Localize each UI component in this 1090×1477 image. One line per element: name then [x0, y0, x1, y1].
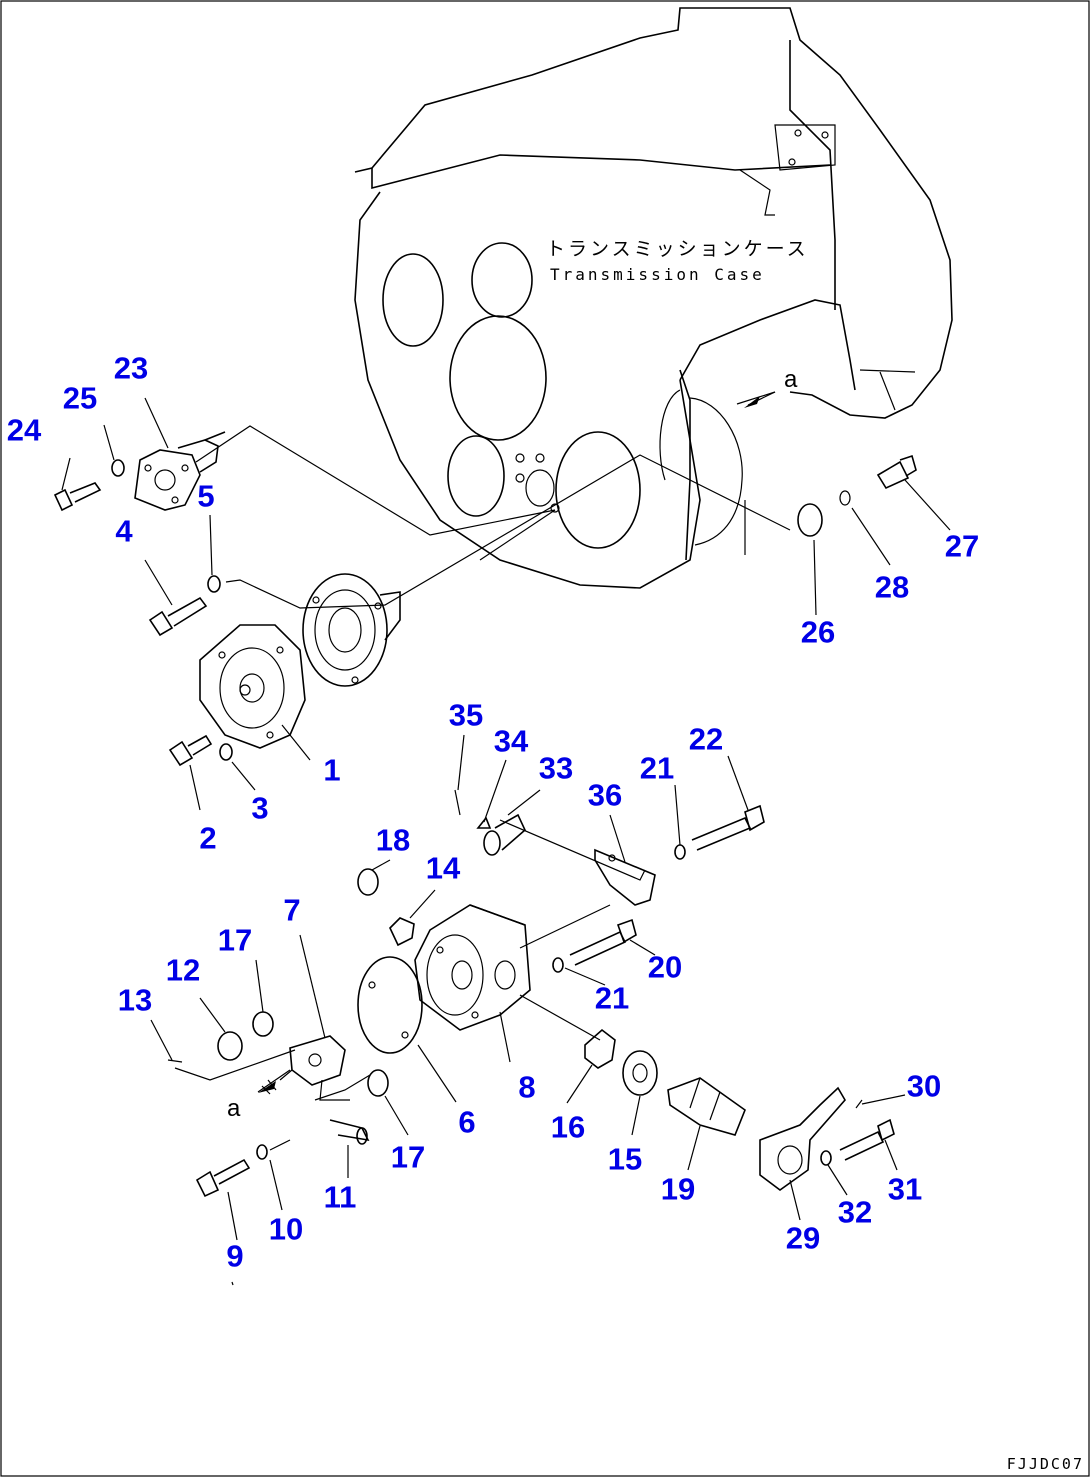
washer-part-32: [820, 1150, 832, 1166]
callout-30[interactable]: 30: [906, 1068, 942, 1104]
callout-17b[interactable]: 17: [390, 1139, 426, 1175]
callout-14[interactable]: 14: [425, 850, 461, 886]
callout-6[interactable]: 6: [458, 1104, 476, 1140]
callout-29[interactable]: 29: [785, 1220, 821, 1256]
callout-5[interactable]: 5: [197, 478, 215, 514]
bolt-part-9: [195, 1158, 251, 1198]
bearing-part-15: [622, 1050, 658, 1096]
callout-3[interactable]: 3: [251, 790, 269, 826]
washer-part-21-bottom: [552, 957, 564, 973]
callout-32[interactable]: 32: [837, 1194, 873, 1230]
case-label-japanese: トランスミッションケース: [546, 238, 809, 260]
case-label-english: Transmission Case: [550, 265, 765, 284]
dot-mark: [231, 1281, 234, 1286]
o-ring-part-18: [357, 868, 379, 896]
housing-part-1: [199, 624, 306, 749]
cover-flange: [302, 573, 401, 687]
callout-17a[interactable]: 17: [217, 922, 253, 958]
bolt-part-2: [168, 734, 213, 767]
callout-34[interactable]: 34: [493, 723, 529, 759]
figure-code: FJJDC07: [1006, 1455, 1084, 1473]
transmission-case: [354, 7, 953, 589]
washer-part-25: [111, 459, 125, 477]
pin-part-13: [167, 1059, 183, 1063]
bolt-part-20: [569, 918, 637, 966]
callout-27[interactable]: 27: [944, 528, 980, 564]
bolt-part-4: [148, 596, 208, 637]
flange-part-23: [134, 431, 226, 511]
callout-24[interactable]: 24: [6, 412, 42, 448]
bracket-part-36: [594, 848, 656, 906]
leader-lines: [174, 391, 791, 1151]
view-arrow-lower: [258, 1081, 276, 1093]
callout-12[interactable]: 12: [165, 952, 201, 988]
callout-26[interactable]: 26: [800, 614, 836, 650]
bushing-part-14: [389, 917, 415, 947]
callout-16[interactable]: 16: [550, 1109, 586, 1145]
seal-part-12: [217, 1031, 243, 1061]
callout-23[interactable]: 23: [113, 350, 149, 386]
pump-body-part-8: [414, 904, 531, 1031]
pin-part-34: [476, 816, 492, 829]
callout-4[interactable]: 4: [115, 513, 133, 549]
callout-21a[interactable]: 21: [594, 980, 630, 1016]
callout-25[interactable]: 25: [62, 380, 98, 416]
o-ring-part-17-left: [252, 1011, 274, 1037]
callout-18[interactable]: 18: [375, 822, 411, 858]
callout-31[interactable]: 31: [887, 1171, 923, 1207]
washer-part-3: [219, 743, 233, 761]
pin-part-35: [454, 789, 461, 816]
bolt-part-24: [53, 482, 102, 512]
washer-part-5: [207, 575, 221, 593]
view-arrow-upper: [744, 391, 776, 408]
plug-part-26: [797, 503, 823, 537]
callout-33[interactable]: 33: [538, 750, 574, 786]
callout-13[interactable]: 13: [117, 982, 153, 1018]
callout-35[interactable]: 35: [448, 697, 484, 733]
lever-part-33: [483, 813, 526, 856]
view-marker-upper: a: [784, 366, 798, 393]
callout-leaders: [61, 397, 951, 1241]
callout-2[interactable]: 2: [199, 820, 217, 856]
callout-22[interactable]: 22: [688, 721, 724, 757]
callout-8[interactable]: 8: [518, 1069, 536, 1105]
callout-20[interactable]: 20: [647, 949, 683, 985]
bolt-part-22: [691, 804, 765, 851]
callout-1[interactable]: 1: [323, 752, 341, 788]
shaft-part-19: [667, 1077, 746, 1136]
lever-arm-part-29: [759, 1086, 846, 1191]
o-ring-part-17-right: [367, 1069, 389, 1097]
pin-part-30: [855, 1099, 863, 1109]
callout-15[interactable]: 15: [607, 1141, 643, 1177]
callout-36[interactable]: 36: [587, 777, 623, 813]
bolt-part-31: [839, 1118, 895, 1161]
plug-part-27: [876, 454, 917, 490]
callout-19[interactable]: 19: [660, 1171, 696, 1207]
view-marker-lower: a: [227, 1095, 241, 1122]
washer-part-21-top: [674, 844, 686, 860]
washer-part-28: [839, 490, 851, 506]
gasket-part-6: [357, 956, 423, 1054]
callout-11[interactable]: 11: [323, 1179, 357, 1215]
callout-10[interactable]: 10: [268, 1211, 304, 1247]
callout-28[interactable]: 28: [874, 569, 910, 605]
washer-part-10: [256, 1144, 268, 1160]
callout-9[interactable]: 9: [226, 1238, 244, 1274]
callout-7[interactable]: 7: [283, 892, 301, 928]
bushing-part-16: [584, 1028, 616, 1069]
callout-21b[interactable]: 21: [639, 750, 675, 786]
plug-part-11: [329, 1119, 370, 1145]
